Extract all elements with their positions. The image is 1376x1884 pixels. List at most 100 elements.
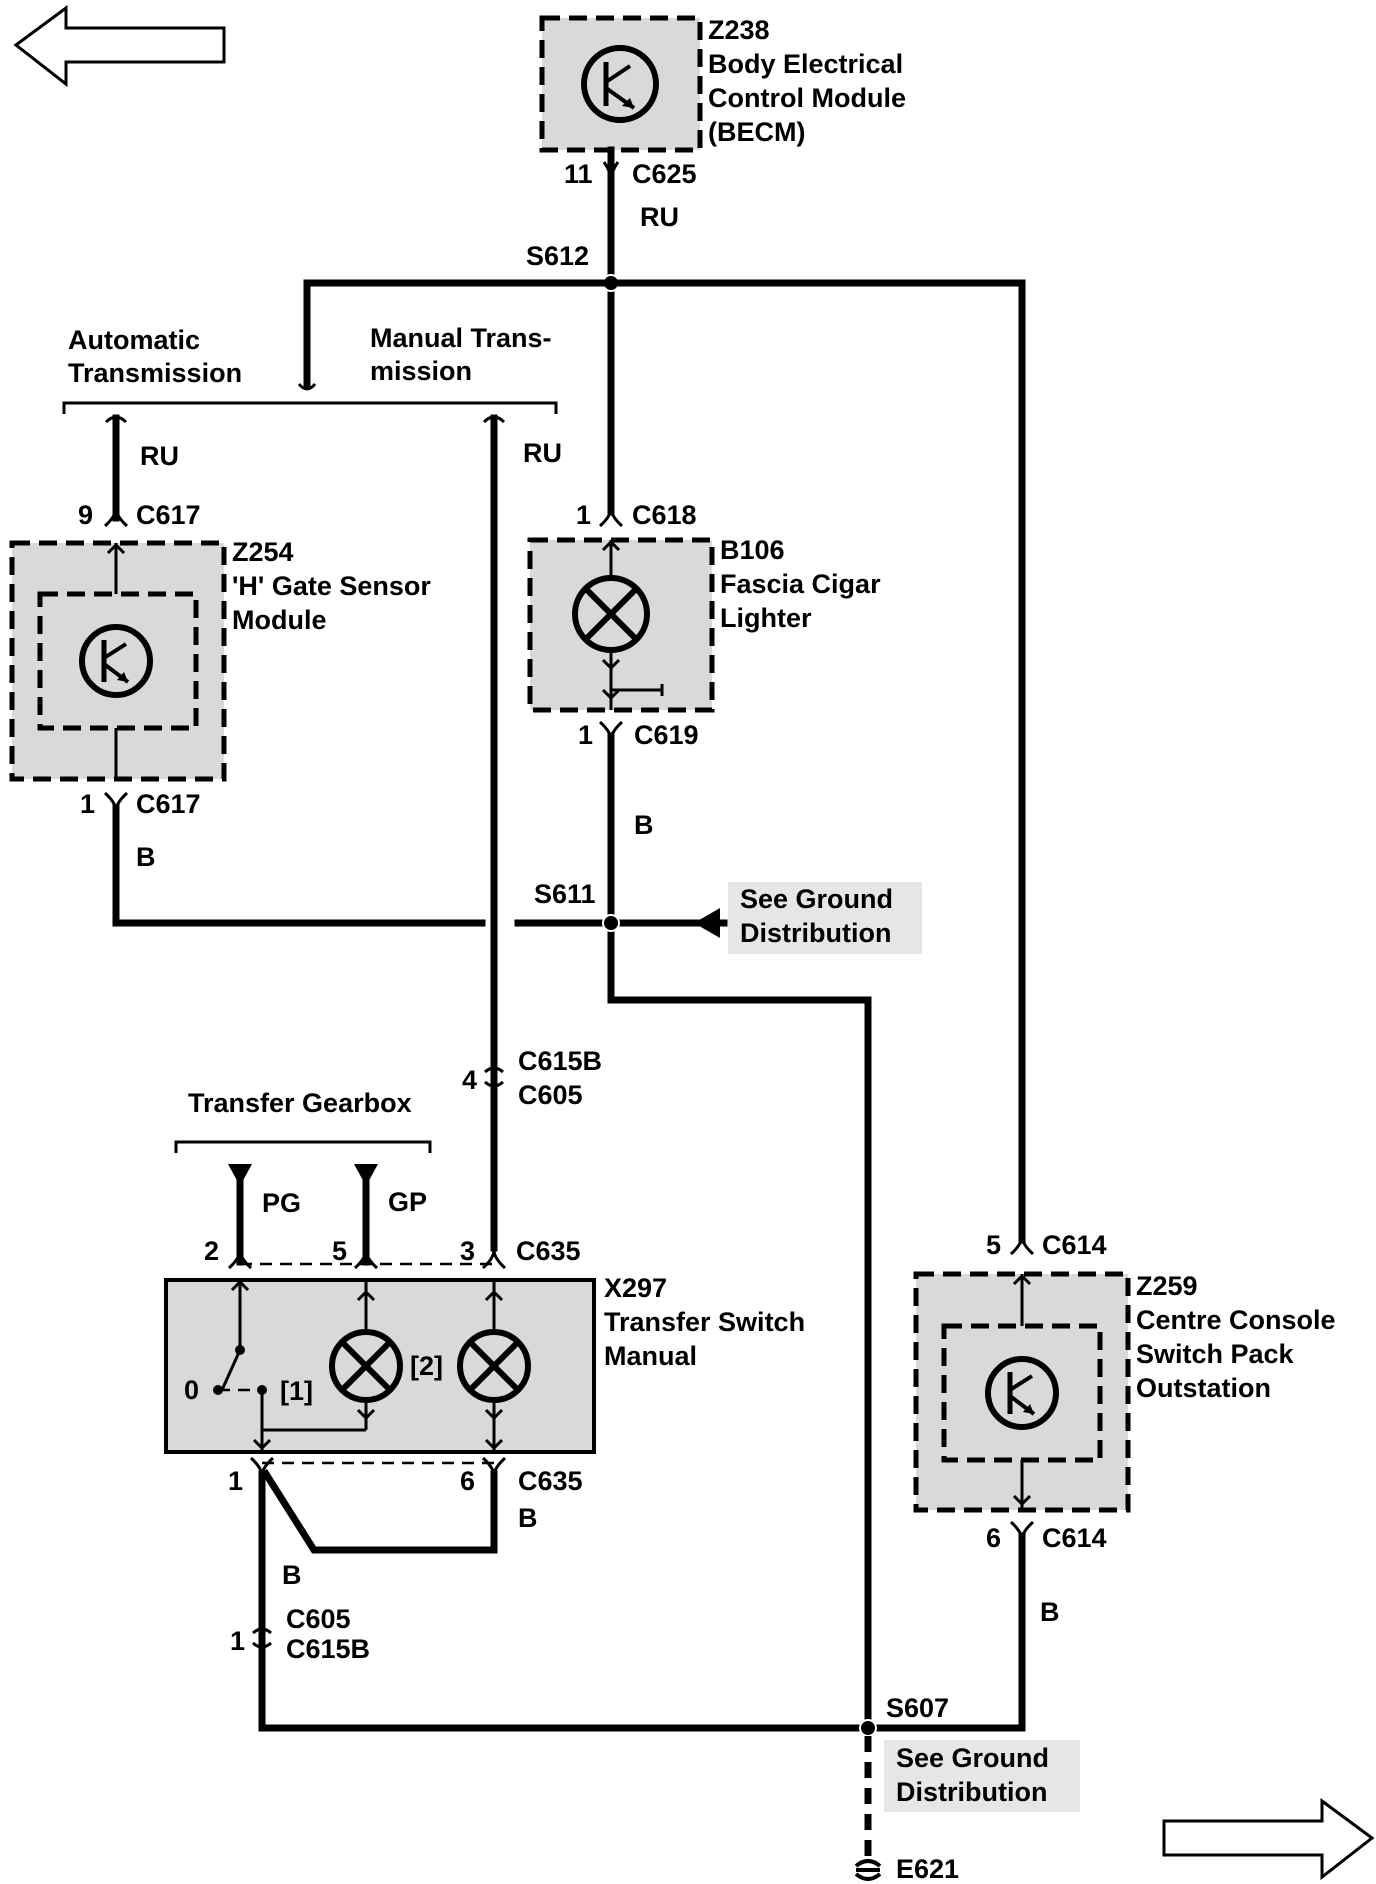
transfer-switch-name-1: Transfer Switch: [604, 1307, 805, 1337]
switch-label-two: [2]: [410, 1351, 443, 1381]
note-ground-distribution-1-bg: [728, 882, 922, 954]
ground-distribution-arrow: [694, 908, 720, 938]
note-ground-distribution-2-line2[interactable]: Distribution: [896, 1777, 1047, 1807]
connector-c615b-lower-name-2: C615B: [286, 1634, 370, 1664]
wire-ru-branch-left: [303, 279, 615, 388]
transfer-gearbox-bracket: [174, 1140, 432, 1153]
switch-position-zero: 0: [184, 1375, 199, 1405]
console-name-3: Outstation: [1136, 1373, 1271, 1403]
connector-c635-top-pin-2: 2: [204, 1236, 219, 1266]
connector-c635-top-pin-5: 5: [332, 1236, 347, 1266]
connector-c625-name: C625: [632, 159, 697, 189]
connector-c614-bot-pin: 6: [986, 1523, 1001, 1553]
h-gate-sensor-module: [9, 540, 227, 782]
connector-c635-top-name: C635: [516, 1236, 581, 1266]
splice-s611-label: S611: [534, 879, 596, 909]
connector-c615b-lower-name-1: C605: [286, 1604, 351, 1634]
connector-c635-bot-name: C635: [518, 1466, 583, 1496]
option-manual-2: mission: [370, 356, 472, 386]
wire-b-switch-right: [261, 1469, 498, 1554]
transmission-option-bracket: [62, 401, 558, 414]
wire-ru-main-label: RU: [640, 202, 679, 232]
console-name-1: Centre Console: [1136, 1305, 1336, 1335]
connector-c615b-upper-symbol: [484, 1066, 504, 1088]
option-transfer-gearbox: Transfer Gearbox: [188, 1088, 412, 1118]
connector-c635-top-pin3-symbol: [481, 1249, 507, 1270]
connector-c618-pin: 1: [576, 500, 591, 530]
connector-c619-name: C619: [634, 720, 699, 750]
connector-c615b-lower-pin: 1: [230, 1626, 245, 1656]
cigar-lighter: [527, 537, 715, 713]
cigar-id: B106: [720, 535, 785, 565]
note-ground-distribution-1-line2[interactable]: Distribution: [740, 918, 891, 948]
ground-symbol: [854, 1859, 882, 1881]
next-page-arrow[interactable]: [1162, 1798, 1375, 1881]
transfer-switch-manual: [164, 1278, 596, 1454]
connector-c614-top-symbol: [1009, 1235, 1035, 1256]
h-gate-name-2: Module: [232, 605, 327, 635]
h-gate-id: Z254: [232, 537, 294, 567]
splice-s612-label: S612: [526, 241, 589, 271]
option-automatic-1: Automatic: [68, 325, 200, 355]
wire-b-hgate: [112, 804, 486, 927]
wire-pg-termination: [228, 1164, 252, 1186]
wire-ru-auto-label: RU: [140, 441, 179, 471]
becm-name-1: Body Electrical: [708, 49, 903, 79]
splice-s611: [602, 914, 620, 932]
wire-ru-auto-tap: [104, 415, 128, 424]
wire-ru-manual-tap: [482, 415, 506, 424]
wire-b-switch-right-label: B: [518, 1503, 538, 1533]
connector-c635-top-pin5-symbol: [353, 1249, 379, 1270]
wire-pg-label: PG: [262, 1188, 301, 1218]
wire-b-cigar-label: B: [634, 810, 654, 840]
becm-name-3: (BECM): [708, 117, 805, 147]
wire-gp-termination: [354, 1164, 378, 1186]
splice-s607-label: S607: [886, 1693, 949, 1723]
note-ground-distribution-1-line1[interactable]: See Ground: [740, 884, 893, 914]
becm-id: Z238: [708, 15, 770, 45]
note-ground-distribution-2-bg: [884, 1740, 1080, 1812]
wire-b-switch-left: [258, 1470, 872, 1732]
connector-c614-bot-name: C614: [1042, 1523, 1107, 1553]
h-gate-name-1: 'H' Gate Sensor: [232, 571, 431, 601]
wire-b-cigar: [607, 732, 872, 1752]
previous-page-arrow[interactable]: [13, 5, 226, 88]
option-manual-1: Manual Trans-: [370, 323, 552, 353]
connector-c615b-upper-pin: 4: [462, 1065, 477, 1095]
connector-c618-name: C618: [632, 500, 697, 530]
connector-c617-top-pin: 9: [78, 500, 93, 530]
cigar-name-2: Lighter: [720, 603, 812, 633]
connector-c635-top-pin2-symbol: [227, 1249, 253, 1270]
splice-s607: [859, 1719, 877, 1737]
connector-c617-top-name: C617: [136, 500, 201, 530]
console-name-2: Switch Pack: [1136, 1339, 1295, 1369]
connector-c618-symbol: [598, 507, 624, 528]
cigar-name-1: Fascia Cigar: [720, 569, 881, 599]
switch-label-one: [1]: [280, 1376, 313, 1406]
connector-c635-bot-pin-6: 6: [460, 1466, 475, 1496]
connector-c635-top-pin-3: 3: [460, 1236, 475, 1266]
connector-c617-bot-name: C617: [136, 789, 201, 819]
wire-gp-label: GP: [388, 1187, 427, 1217]
centre-console-switch-pack: [913, 1271, 1131, 1513]
becm-name-2: Control Module: [708, 83, 906, 113]
wire-ru-console: [607, 279, 1026, 1244]
connector-c617-top-symbol: [103, 507, 129, 528]
note-ground-distribution-2-line1[interactable]: See Ground: [896, 1743, 1049, 1773]
connector-c615b-upper-name-1: C615B: [518, 1046, 602, 1076]
ground-e621-label: E621: [896, 1854, 959, 1884]
wire-b-switch-left-label: B: [282, 1560, 302, 1590]
connector-c619-pin: 1: [578, 720, 593, 750]
connector-c615b-upper-name-2: C605: [518, 1080, 583, 1110]
wire-b-hgate-label: B: [136, 842, 156, 872]
becm-module: [539, 15, 703, 153]
wire-b-console: [864, 1532, 1026, 1732]
connector-c614-top-pin: 5: [986, 1230, 1001, 1260]
transfer-switch-id: X297: [604, 1273, 667, 1303]
console-id: Z259: [1136, 1271, 1198, 1301]
connector-c617-bot-pin: 1: [80, 789, 95, 819]
branch-hook: [297, 383, 317, 391]
wire-b-console-label: B: [1040, 1597, 1060, 1627]
option-automatic-2: Transmission: [68, 358, 242, 388]
